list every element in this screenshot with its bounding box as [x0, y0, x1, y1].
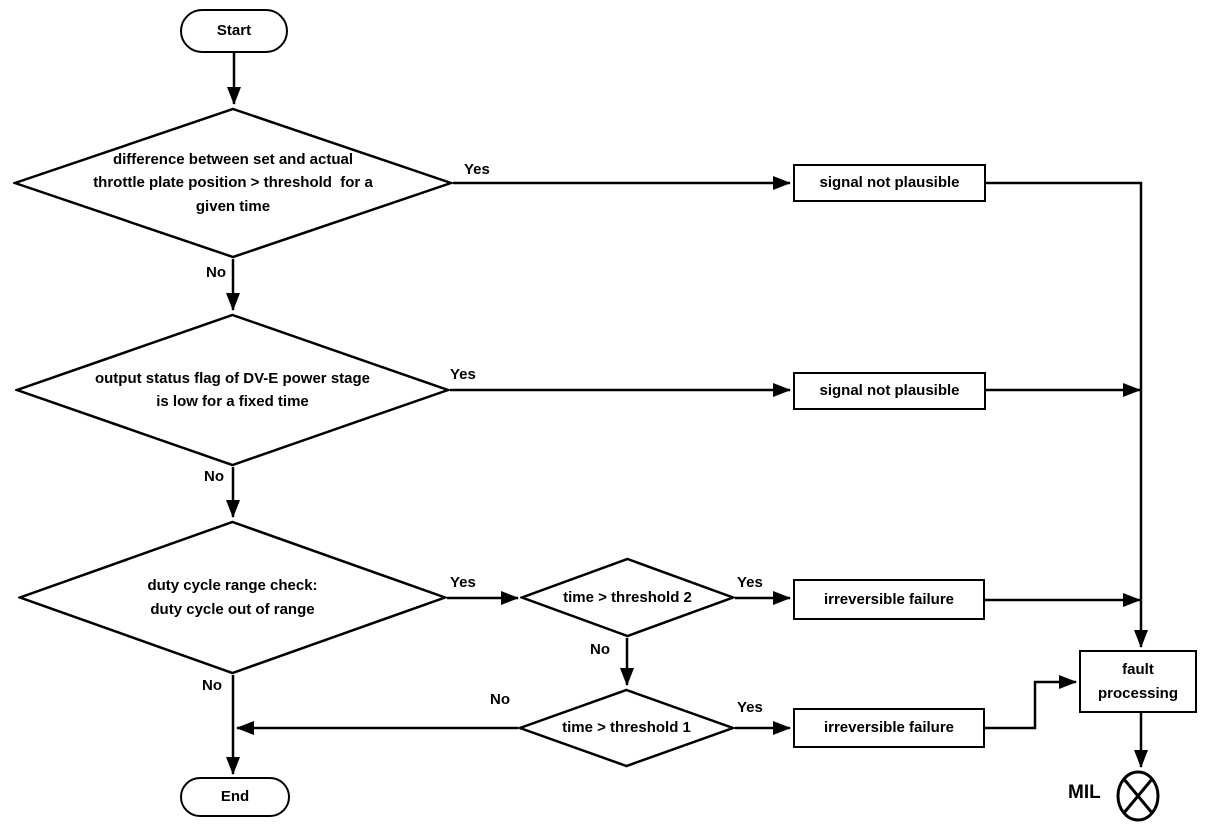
- start-label: Start: [216, 22, 252, 40]
- edge-label-power-stage-no: No: [204, 468, 224, 485]
- edge-label-throttle-yes: Yes: [464, 161, 490, 178]
- edge-label-power-stage-yes: Yes: [450, 366, 476, 383]
- decision-throttle-position: difference between set and actual thrott…: [13, 107, 453, 259]
- decision-duty-cycle-label: duty cycle range check: duty cycle out o…: [147, 577, 318, 618]
- edge-label-duty-cycle-yes: Yes: [450, 574, 476, 591]
- fault-processing-box: fault processing: [1079, 650, 1197, 713]
- signal-not-plausible-box-2: signal not plausible: [793, 372, 986, 410]
- diamond-shape: [13, 107, 453, 259]
- edge-label-threshold2-no: No: [590, 641, 610, 658]
- irreversible-failure-box-1: irreversible failure: [793, 579, 985, 620]
- fault-processing-label: fault processing: [1097, 661, 1179, 702]
- decision-duty-cycle: duty cycle range check: duty cycle out o…: [18, 520, 447, 675]
- decision-power-stage-label: output status flag of DV-E power stage i…: [94, 369, 371, 410]
- signal-not-plausible-box-1: signal not plausible: [793, 164, 986, 202]
- edge-label-duty-cycle-no: No: [202, 677, 222, 694]
- irreversible-failure-box-2: irreversible failure: [793, 708, 985, 748]
- edge-label-throttle-no: No: [206, 264, 226, 281]
- diamond-shape: [518, 688, 735, 768]
- edge-label-threshold2-yes: Yes: [737, 574, 763, 591]
- edge-label-threshold1-no: No: [490, 691, 510, 708]
- edge-label-threshold1-yes: Yes: [737, 699, 763, 716]
- decision-threshold-2-label: time > threshold 2: [563, 588, 692, 606]
- diamond-shape: [520, 557, 735, 638]
- diamond-shape: [18, 520, 447, 675]
- decision-threshold-1: time > threshold 1: [518, 688, 735, 768]
- end-node: End: [180, 777, 290, 817]
- irreversible-failure-label-2: irreversible failure: [823, 719, 955, 737]
- diamond-shape: [15, 313, 450, 467]
- decision-throttle-label: difference between set and actual thrott…: [93, 151, 373, 215]
- mil-label: MIL: [1068, 782, 1101, 803]
- mil-lamp-icon: [1116, 770, 1160, 822]
- decision-threshold-2: time > threshold 2: [520, 557, 735, 638]
- start-node: Start: [180, 9, 288, 53]
- decision-power-stage: output status flag of DV-E power stage i…: [15, 313, 450, 467]
- decision-threshold-1-label: time > threshold 1: [562, 719, 691, 737]
- signal-not-plausible-label-2: signal not plausible: [819, 382, 960, 400]
- end-label: End: [220, 788, 250, 806]
- irreversible-failure-label-1: irreversible failure: [823, 590, 955, 608]
- signal-not-plausible-label-1: signal not plausible: [819, 174, 960, 192]
